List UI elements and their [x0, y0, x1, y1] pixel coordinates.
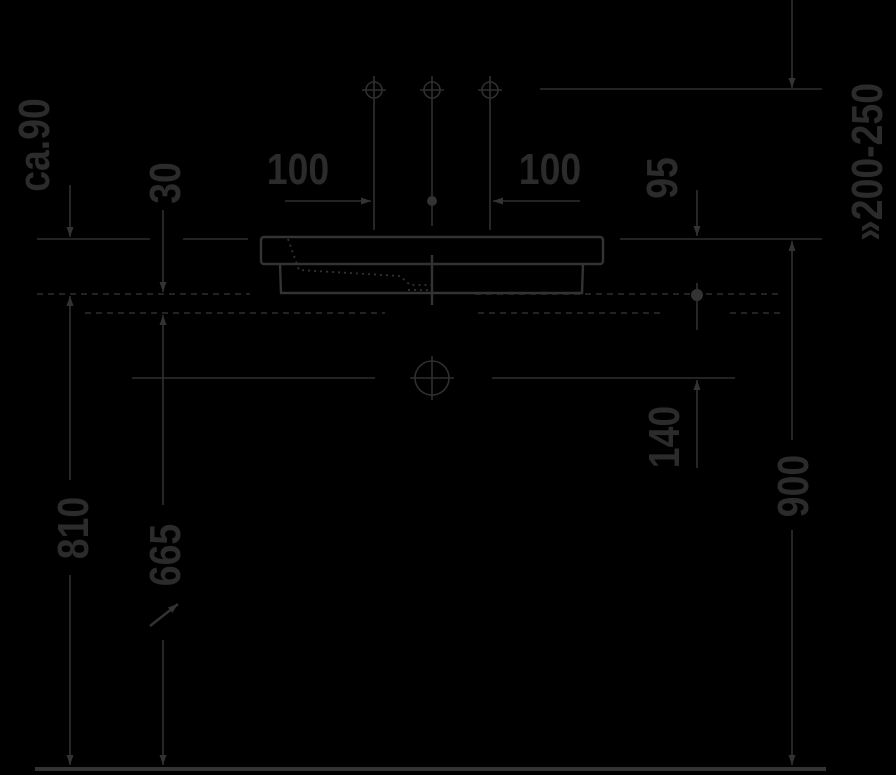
label-140: 140: [639, 406, 689, 468]
label-100-right: 100: [519, 144, 581, 194]
tap-hole-icon: [362, 76, 386, 230]
basin-outline: [259, 235, 605, 305]
label-810: 810: [48, 497, 98, 559]
pointer-arrow: [149, 603, 179, 627]
label-95: 95: [637, 157, 687, 199]
label-100-left: 100: [267, 144, 329, 194]
label-30: 30: [140, 162, 190, 204]
label-ca90: ca.90: [9, 98, 59, 192]
label-900: 900: [768, 455, 818, 517]
reference-lines: [37, 238, 822, 379]
drain-outlet-icon: [410, 356, 454, 400]
tap-hole-icon: [478, 76, 502, 230]
label-200-250: »200-250: [842, 83, 892, 241]
overflow-dot: [691, 289, 703, 301]
label-665: 665: [140, 524, 190, 586]
tap-hole-icon: [420, 76, 444, 226]
